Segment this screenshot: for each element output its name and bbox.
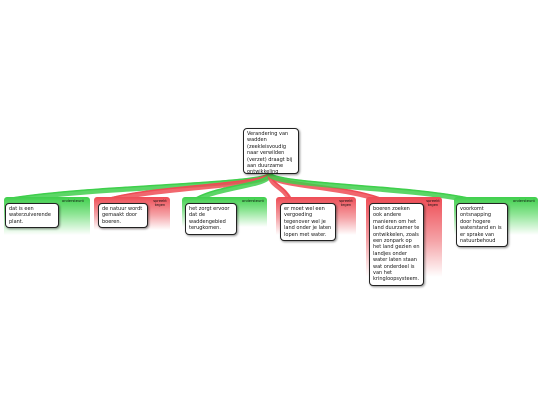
argument-tag: spreekt tegen — [153, 199, 167, 208]
connector-line — [267, 171, 471, 203]
connector-line — [11, 171, 271, 199]
argument-node[interactable]: boeren zoeken ook andere manieren om het… — [369, 203, 424, 286]
argument-text: er moet wel een vergoeding tegenover wel… — [284, 206, 332, 238]
connector-line — [269, 171, 469, 199]
argument-text: voorkomt ontsnapping door hogere waterst… — [460, 206, 502, 245]
argument-tag: ondersteunt — [62, 199, 84, 203]
argument-node[interactable]: voorkomt ontsnapping door hogere waterst… — [456, 203, 508, 248]
argument-tag: spreekt tegen — [426, 199, 440, 208]
connector-line — [109, 171, 271, 199]
root-node-text: Verandering van wadden (zeekleisvoudig n… — [247, 131, 293, 176]
argument-text: dat is een waterzuiverende plant. — [9, 206, 51, 225]
argument-text: boeren zoeken ook andere manieren om het… — [373, 206, 420, 283]
argument-tag: ondersteunt — [242, 199, 264, 203]
argument-node[interactable]: er moet wel een vergoeding tegenover wel… — [280, 203, 336, 242]
argument-tag: spreekt tegen — [339, 199, 353, 208]
argument-node[interactable]: het zorgt ervoor dat de waddengebied ter… — [185, 203, 237, 235]
argument-text: het zorgt ervoor dat de waddengebied ter… — [189, 206, 230, 232]
argument-node[interactable]: de natuur wordt gemaakt door boeren. — [98, 203, 148, 229]
argument-tag: ondersteunt — [513, 199, 535, 203]
argument-node[interactable]: dat is een waterzuiverende plant. — [5, 203, 59, 229]
root-node[interactable]: Verandering van wadden (zeekleisvoudig n… — [243, 128, 299, 176]
argument-text: de natuur wordt gemaakt door boeren. — [102, 206, 143, 225]
